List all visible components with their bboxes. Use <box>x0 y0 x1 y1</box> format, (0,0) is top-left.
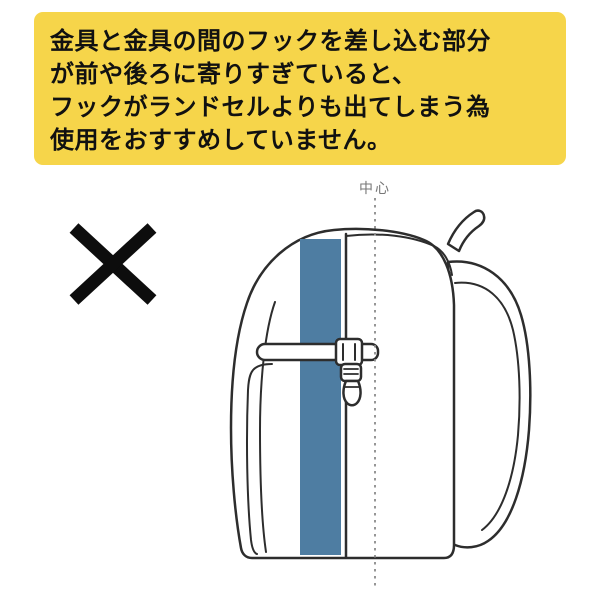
flap-seam-top <box>345 233 453 276</box>
warning-text-line: 使用をおすすめしていません。 <box>50 127 392 154</box>
strap-keeper <box>339 362 363 383</box>
warning-text-line: 金具と金具の間のフックを差し込む部分 <box>50 28 491 55</box>
cross-stroke <box>69 223 157 305</box>
handle-strap <box>446 209 486 253</box>
belt-strap-left <box>255 342 344 362</box>
warning-text-line: フックがランドセルよりも出てしまう為 <box>50 94 491 121</box>
metal-buckle <box>334 337 364 367</box>
warning-text-line: が前や後ろに寄りすぎていると、 <box>50 61 417 88</box>
back-panel-inner-line <box>454 281 521 531</box>
belt-and-hook <box>255 337 380 407</box>
warning-banner: 金具と金具の間のフックを差し込む部分 が前や後ろに寄りすぎていると、 フックがラ… <box>34 12 566 165</box>
highlight-zone <box>300 239 341 555</box>
front-pocket-flap-line <box>246 363 273 555</box>
front-pocket-line <box>259 301 276 553</box>
cross-icon <box>69 223 157 305</box>
center-label: 中心 <box>359 180 391 196</box>
hook-fitting <box>342 379 362 407</box>
back-panel <box>446 260 532 549</box>
backpack-drawing <box>229 209 532 560</box>
